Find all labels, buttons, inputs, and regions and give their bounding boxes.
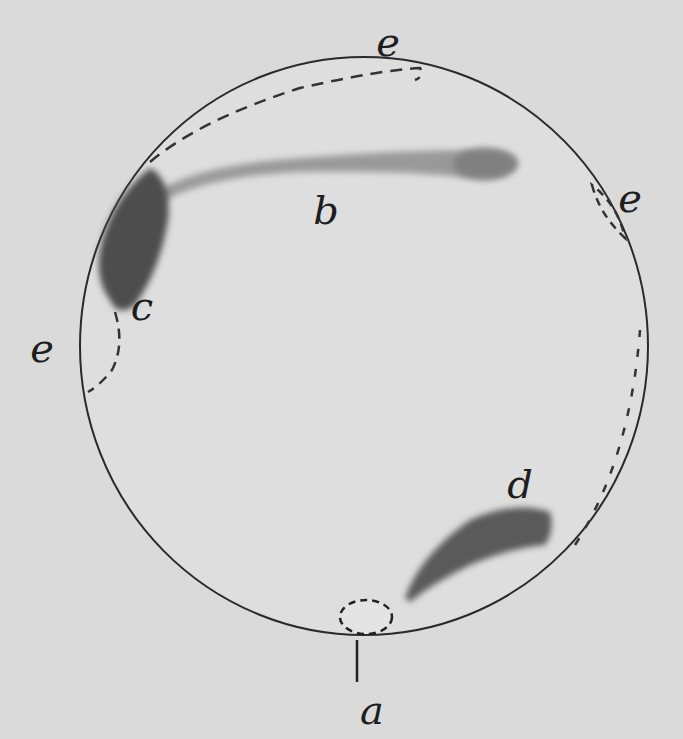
- streak-end: [453, 148, 517, 180]
- part-letter: d: [507, 464, 533, 504]
- leader-line: [356, 640, 359, 682]
- dark-streak: [405, 508, 552, 603]
- part-letter: b: [313, 190, 339, 230]
- part-letter: e: [30, 328, 54, 368]
- region-outline: [150, 68, 422, 162]
- disk-outline: [80, 57, 648, 635]
- part-letter: e: [376, 22, 400, 62]
- part-letter: a: [360, 690, 384, 730]
- part-letter: c: [131, 286, 153, 326]
- region-outline: [88, 312, 119, 392]
- bright-spot: [340, 600, 392, 634]
- limb-dashes: [575, 330, 640, 545]
- part-letter: e: [618, 178, 642, 218]
